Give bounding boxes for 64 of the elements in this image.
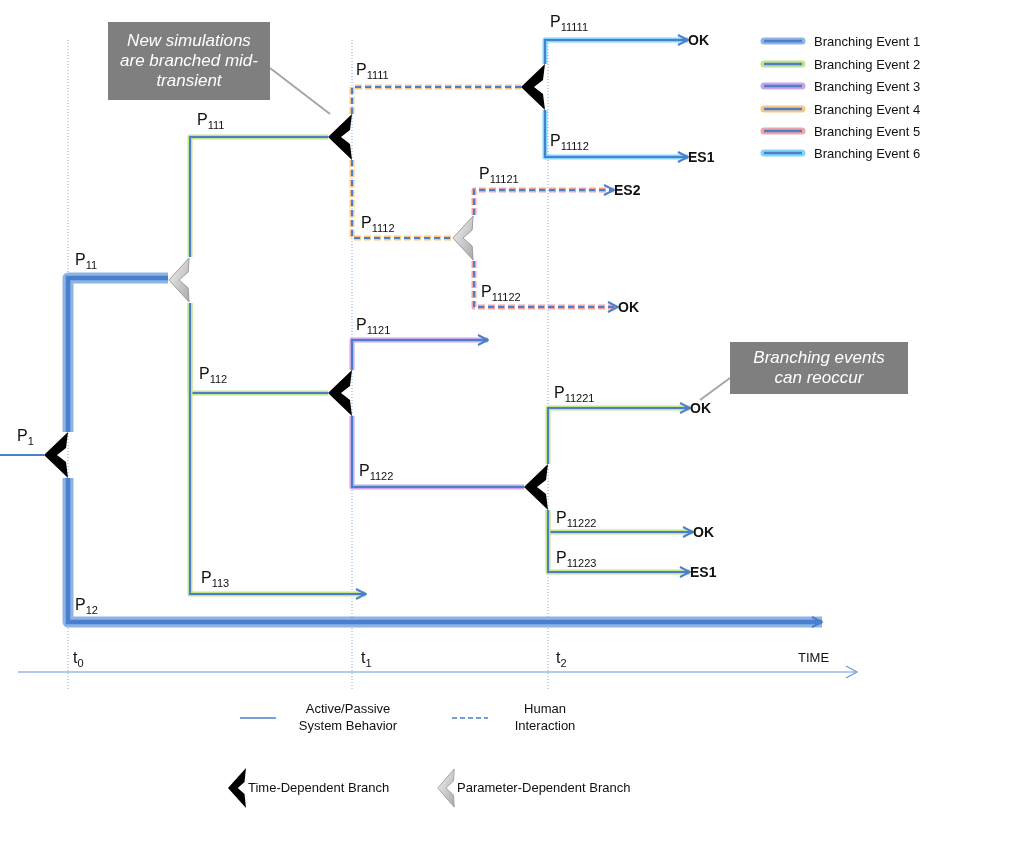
axis-label: TIME <box>797 650 831 666</box>
legend-text: Branching Event 1 <box>814 33 921 50</box>
edge-label: P$_{11122}$ <box>480 284 522 300</box>
arrow <box>62 478 823 628</box>
time-branch-chevron <box>44 432 68 478</box>
arrow <box>187 302 367 600</box>
path-line <box>349 159 453 241</box>
outcome-label: OK <box>690 400 711 416</box>
legend-text: Human Interaction <box>513 700 577 734</box>
edge-label: P$_{11221}$ <box>553 385 596 401</box>
path-line <box>62 272 168 432</box>
outcome-label: OK <box>618 299 639 315</box>
path-line <box>0 454 45 456</box>
leader-line <box>269 67 331 115</box>
edge-label: P$_{1112}$ <box>360 215 396 231</box>
callout-box: New simulations are branched mid-transient <box>108 22 270 100</box>
outcome-label: ES1 <box>690 564 717 580</box>
edge-label: P$_{112}$ <box>198 366 229 382</box>
outcome-label: ES2 <box>614 182 641 198</box>
edge-label: P$_{12}$ <box>74 597 99 613</box>
path-line <box>349 415 525 490</box>
edge-label: P$_{1111}$ <box>355 62 390 78</box>
callout-box: Branching events can reoccur <box>730 342 908 394</box>
edge-label: P$_{11111}$ <box>549 14 589 30</box>
axis-label: t$_{1}$ <box>360 650 373 666</box>
parameter-branch-chevron <box>452 215 474 261</box>
legend-text: Time-Dependent Branch <box>248 779 390 796</box>
time-branch-chevron <box>328 114 352 160</box>
arrow <box>545 402 691 465</box>
legend-text: Branching Event 6 <box>814 145 921 162</box>
arrow <box>349 334 489 371</box>
edge-label: P$_{11223}$ <box>555 550 598 566</box>
time-branch-chevron <box>521 64 545 110</box>
path-line <box>187 134 329 258</box>
parameter-branch-chevron <box>168 257 190 303</box>
legend-text: Branching Event 2 <box>814 56 921 73</box>
edge-label: P$_{111}$ <box>196 112 226 128</box>
leader-line <box>699 377 731 401</box>
arrow <box>545 509 691 578</box>
axis-label: t$_{2}$ <box>555 650 568 666</box>
edge-label: P$_{1122}$ <box>358 463 395 479</box>
legend-text: Active/Passive System Behavior <box>297 700 399 734</box>
arrow <box>542 109 689 163</box>
outcome-label: OK <box>693 524 714 540</box>
legend-text: Branching Event 3 <box>814 78 921 95</box>
path-line <box>349 84 522 115</box>
outcome-label: OK <box>688 32 709 48</box>
arrow <box>542 34 689 65</box>
edge-label: P$_{1}$ <box>16 428 35 444</box>
arrow <box>471 260 619 313</box>
edge-label: P$_{113}$ <box>200 570 231 586</box>
edge-label: P$_{11222}$ <box>555 510 598 526</box>
axis-label: t$_{0}$ <box>72 650 85 666</box>
time-branch-chevron <box>524 464 548 510</box>
edge-label: P$_{1121}$ <box>355 317 392 333</box>
arrow <box>471 184 615 216</box>
time-branch-chevron <box>328 370 352 416</box>
edge-label: P$_{11112}$ <box>549 133 590 149</box>
legend-text: Branching Event 5 <box>814 123 921 140</box>
legend-text: Branching Event 4 <box>814 101 921 118</box>
outcome-label: ES1 <box>688 149 715 165</box>
edge-label: P$_{11121}$ <box>478 166 520 182</box>
edge-label: P$_{11}$ <box>74 252 99 268</box>
legend-text: Parameter-Dependent Branch <box>457 779 631 796</box>
